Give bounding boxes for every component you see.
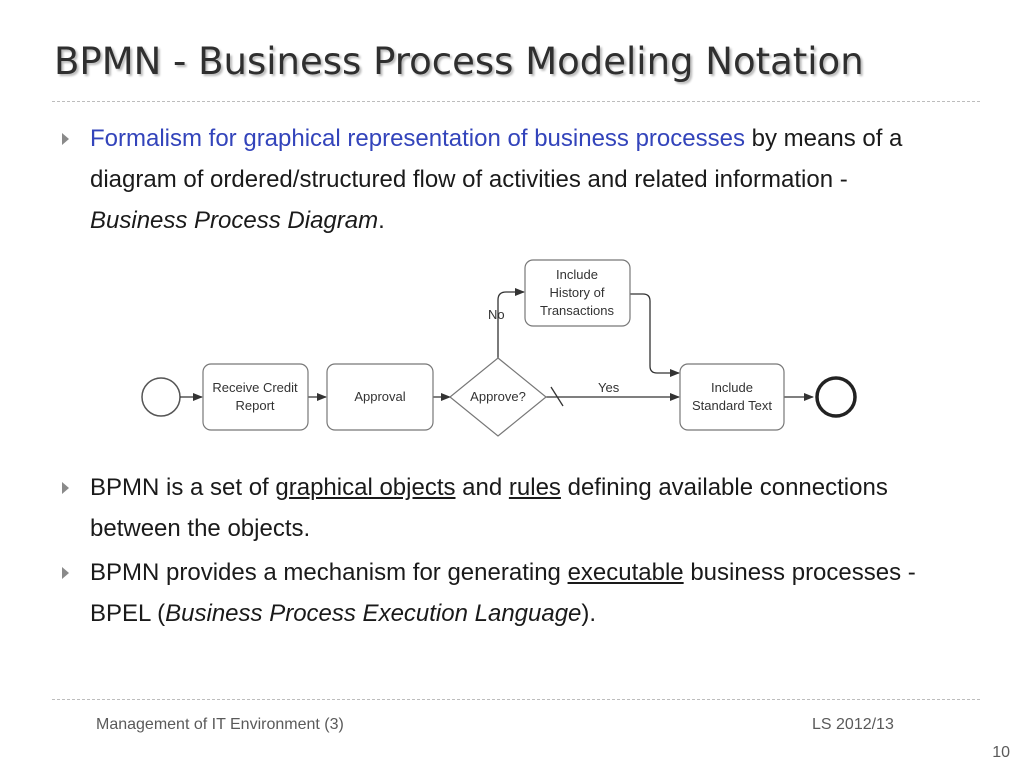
highlight-text: Formalism for graphical representation o… [90, 125, 745, 152]
bullet-2: BPMN is a set of graphical objects and r… [62, 467, 942, 549]
end-event [815, 376, 857, 418]
link-executable: executable [567, 559, 684, 586]
bullet-arrow-icon [62, 567, 69, 579]
bullet-2-mid: and [455, 474, 509, 501]
default-flow-slash [550, 386, 564, 407]
footer-course: Management of IT Environment (3) [96, 716, 344, 733]
footer-semester: LS 2012/13 [812, 716, 894, 733]
bullet-3: BPMN provides a mechanism for generating… [62, 552, 942, 634]
bullet-3-pre: BPMN provides a mechanism for generating [90, 559, 568, 586]
slide-title: BPMN - Business Process Modeling Notatio… [54, 40, 864, 83]
start-event [141, 377, 181, 417]
task-standard-label-1: Include [711, 380, 753, 395]
bullet-1: Formalism for graphical representation o… [62, 118, 942, 241]
bullet-3-mid: business processes - BPEL ( [90, 559, 916, 627]
footer-divider [52, 699, 980, 700]
task-history-label-1: Include [556, 267, 598, 282]
link-graphical-objects: graphical objects [275, 474, 456, 501]
task-approval [326, 363, 434, 431]
task-receive-label-1: Receive Credit [212, 380, 298, 395]
bullet-2-pre: BPMN is a set of [90, 474, 276, 501]
label-no: No [488, 307, 505, 322]
bullet-arrow-icon [62, 133, 69, 145]
flow-history-standard [630, 293, 680, 377]
task-include-history [524, 259, 631, 327]
gateway-approve [449, 357, 547, 437]
bullet-3-end: ). [581, 600, 597, 627]
task-standard-label-2: Standard Text [692, 398, 772, 413]
task-include-standard-text [679, 363, 785, 431]
link-rules: rules [508, 474, 561, 501]
task-history-label-3: Transactions [540, 303, 614, 318]
task-approval-label: Approval [354, 389, 405, 404]
bullet-1-text: by means of a diagram of ordered/structu… [90, 125, 903, 193]
bullet-1-end: . [378, 207, 385, 234]
bullet-3-italic: Business Process Execution Language [165, 600, 582, 627]
page-number: 10 [992, 744, 1010, 761]
bullet-1-italic: Business Process Diagram [90, 207, 379, 234]
task-receive-label-2: Report [235, 398, 274, 413]
bullet-arrow-icon [62, 482, 69, 494]
title-divider [52, 101, 980, 102]
bullet-2-post: defining available connections between t… [90, 474, 888, 542]
label-yes: Yes [598, 380, 620, 395]
task-history-label-2: History of [550, 285, 605, 300]
flow-no [497, 288, 525, 358]
gateway-label: Approve? [470, 389, 526, 404]
task-receive-credit-report [202, 363, 309, 431]
